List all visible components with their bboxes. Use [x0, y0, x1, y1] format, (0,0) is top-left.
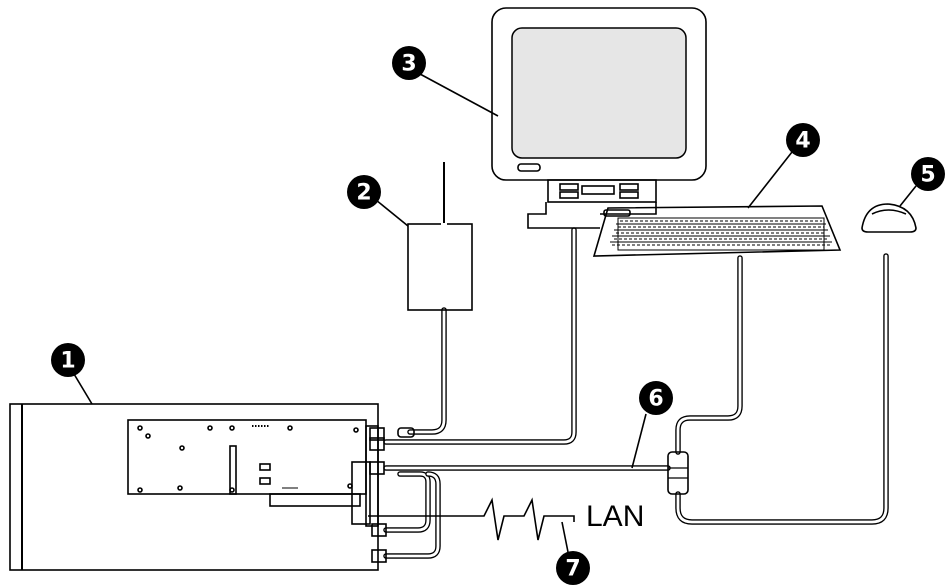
- server-unit: [9, 403, 415, 571]
- callout-3: 3: [392, 46, 426, 80]
- lan-label: LAN: [586, 500, 644, 533]
- callout-6-label: 6: [648, 387, 663, 412]
- callout-2: 2: [347, 175, 381, 209]
- splitter-cable: [667, 451, 689, 495]
- cables: [368, 162, 889, 559]
- mouse: [861, 203, 917, 233]
- callout-6: 6: [639, 381, 673, 415]
- keyboard: [592, 205, 842, 257]
- callout-leaders: [73, 73, 917, 553]
- callout-4: 4: [786, 123, 820, 157]
- monitor: [491, 7, 707, 229]
- callout-7-label: 7: [565, 557, 580, 582]
- callout-1-label: 1: [60, 349, 75, 374]
- callout-2-label: 2: [356, 181, 371, 206]
- callout-4-label: 4: [795, 129, 810, 154]
- callout-3-label: 3: [401, 52, 416, 77]
- callout-5-label: 5: [920, 163, 935, 188]
- power-adapter: [407, 223, 473, 311]
- callout-7: 7: [556, 551, 590, 585]
- callout-5: 5: [911, 157, 945, 191]
- callout-1: 1: [51, 343, 85, 377]
